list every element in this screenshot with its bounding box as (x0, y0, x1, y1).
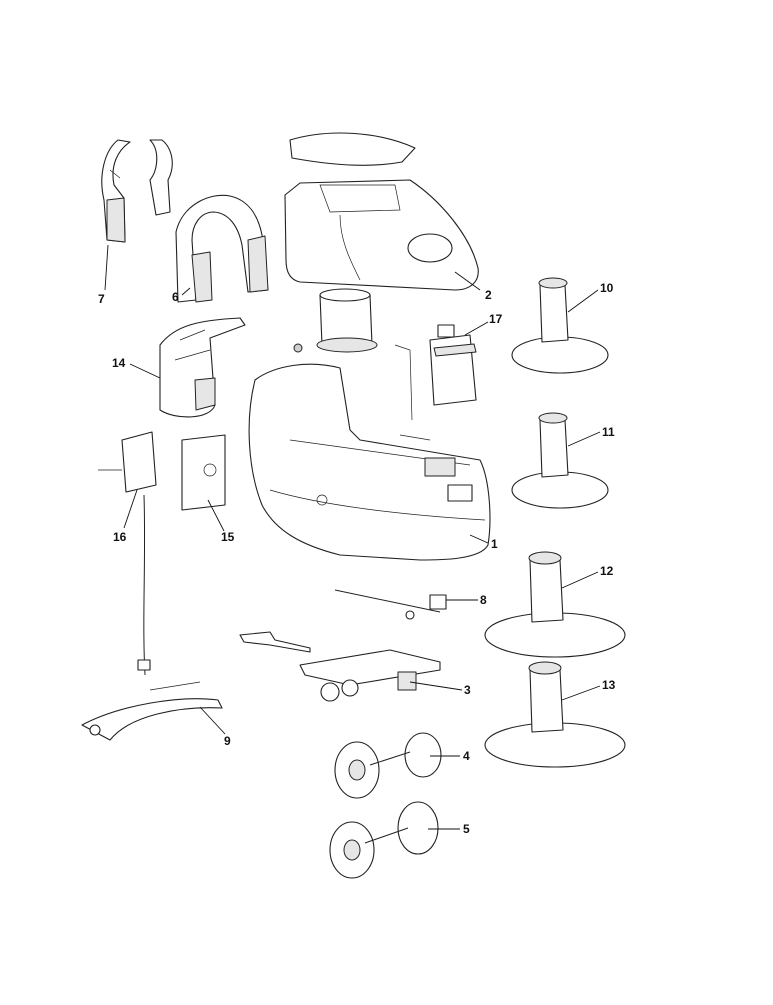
part-11-brush-head (511, 412, 609, 509)
callout-5: 5 (463, 822, 470, 836)
leader-10 (567, 289, 599, 313)
part-14-panel (159, 317, 246, 418)
leader-2 (454, 271, 481, 291)
leader-17 (464, 321, 489, 336)
leader-11 (567, 431, 601, 447)
leader-16 (123, 489, 138, 529)
callout-9: 9 (224, 734, 231, 748)
part-2-top-cover (284, 132, 479, 291)
part-15-plate (181, 434, 226, 511)
part-3-chassis-frame (239, 631, 441, 702)
leader-13 (561, 685, 601, 701)
leader-14 (129, 363, 161, 379)
callout-2: 2 (485, 288, 492, 302)
callout-10: 10 (600, 281, 614, 295)
part-6-handle-frame (175, 194, 269, 303)
part-16-control-box (98, 431, 157, 676)
callout-7: 7 (98, 292, 105, 306)
callout-15: 15 (221, 530, 235, 544)
callout-1: 1 (491, 537, 498, 551)
part-17-tank (394, 324, 477, 441)
leader-12 (561, 571, 599, 589)
callout-12: 12 (600, 564, 614, 578)
leader-6 (181, 287, 191, 296)
part-7-handle-side (101, 139, 173, 243)
callout-14: 14 (112, 356, 126, 370)
callout-3: 3 (464, 683, 471, 697)
part-10-brush-head (511, 277, 609, 374)
leader-7 (104, 244, 109, 291)
part-8-linkage (334, 589, 447, 620)
leader-1 (469, 534, 489, 544)
leader-9 (199, 706, 226, 735)
part-5-rear-wheels (329, 801, 439, 879)
callout-4: 4 (463, 749, 470, 763)
callout-13: 13 (602, 678, 616, 692)
motor-unit (293, 288, 378, 353)
part-12-brush-head (484, 551, 626, 658)
part-13-brush-head (484, 661, 626, 768)
callout-8: 8 (480, 593, 487, 607)
leader-15 (207, 499, 225, 532)
part-9-squeegee (81, 681, 223, 741)
callout-17: 17 (489, 312, 503, 326)
leader-lines (104, 244, 601, 830)
leader-3 (409, 681, 463, 691)
part-1-main-body (248, 363, 491, 561)
callout-16: 16 (113, 530, 127, 544)
callout-11: 11 (602, 425, 615, 439)
part-4-wheel-axle (334, 732, 442, 799)
callout-6: 6 (172, 290, 179, 304)
